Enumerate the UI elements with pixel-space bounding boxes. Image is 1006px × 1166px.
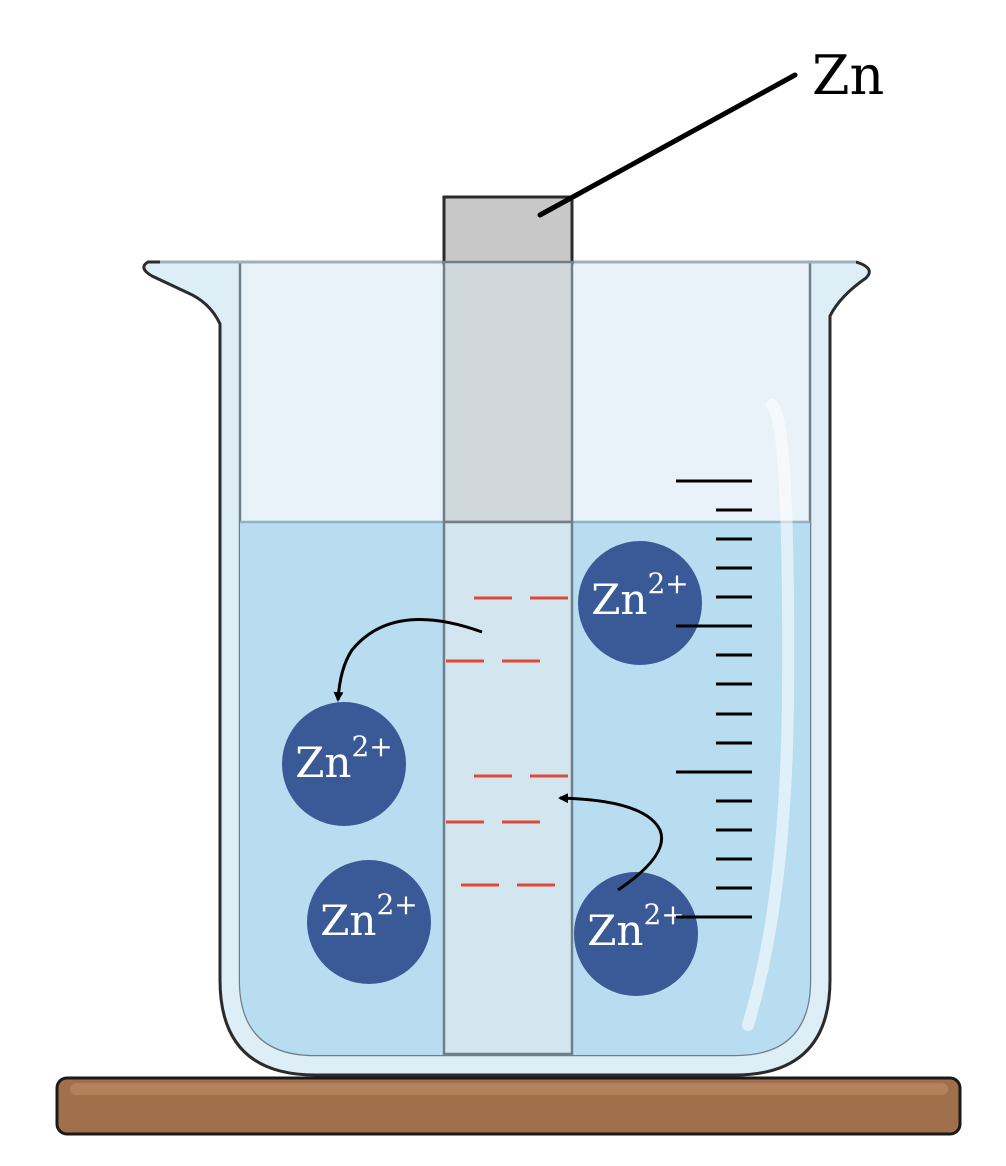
electrode-label-line <box>537 72 798 218</box>
ion-charge: 2+ <box>643 898 684 931</box>
ion-charge: 2+ <box>647 567 688 600</box>
wooden-stand-icon <box>55 1076 962 1136</box>
zinc-electrode-icon <box>442 195 574 1056</box>
electron-charges <box>446 596 568 887</box>
zinc-ion: Zn2+ <box>307 860 431 984</box>
svg-text:Zn2+: Zn2+ <box>587 898 685 956</box>
svg-text:Zn2+: Zn2+ <box>320 888 418 946</box>
ion-base: Zn <box>587 906 643 955</box>
graduation-scale <box>676 479 752 919</box>
ion-charge: 2+ <box>376 888 417 921</box>
zinc-ion: Zn2+ <box>282 702 406 826</box>
curved-arrow-icon <box>558 793 664 892</box>
ion-charge: 2+ <box>351 730 392 763</box>
ion-base: Zn <box>320 896 376 945</box>
svg-text:Zn2+: Zn2+ <box>295 730 393 788</box>
zinc-ion: Zn2+ <box>574 872 698 996</box>
svg-text:Zn2+: Zn2+ <box>591 567 689 625</box>
ion-base: Zn <box>591 575 647 624</box>
zinc-ion: Zn2+ <box>578 541 702 665</box>
curved-arrow-icon <box>333 618 483 702</box>
electrode-label: Zn <box>812 44 884 107</box>
ion-base: Zn <box>295 738 351 787</box>
